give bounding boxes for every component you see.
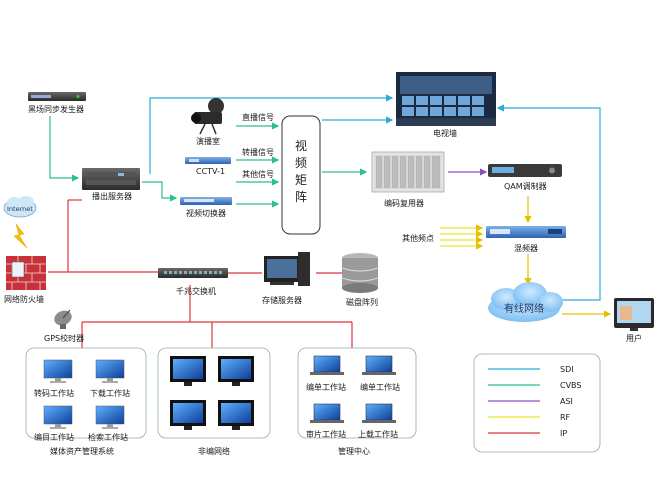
cvbs-sync-to-playout	[49, 116, 80, 182]
lightning-icon	[13, 223, 28, 249]
sdi-sync-to-tvwall	[149, 94, 394, 174]
storage-server-label: 存储服务器	[262, 295, 302, 305]
qam-modulator-device	[488, 164, 562, 177]
video-switcher-label: 视频切换器	[186, 208, 226, 218]
mgmt-ws-2-icon	[362, 355, 396, 375]
mgmt-group-title: 管理中心	[338, 446, 370, 456]
legend-label-cvbs: CVBS	[560, 381, 581, 390]
tv-wall-label: 电视墙	[433, 128, 457, 138]
mgmt-ws-4-icon	[362, 403, 396, 423]
legend-label-ip: IP	[560, 429, 567, 438]
legend-label-sdi: SDI	[560, 365, 574, 374]
encoder-mux-device	[371, 151, 445, 193]
mgmt-ws-3-label: 审片工作站	[306, 429, 346, 439]
mixer-label: 混频器	[514, 243, 538, 253]
legend-box	[473, 353, 601, 453]
other-freq-label: 其他频点	[402, 233, 434, 243]
video-switcher-device	[180, 197, 232, 205]
legend-items: SDI CVBS ASI RF IP	[488, 365, 581, 438]
asset-ws-4-icon	[95, 405, 125, 429]
legend-label-rf: RF	[560, 413, 571, 422]
mgmt-ws-1-label: 编单工作站	[306, 382, 346, 392]
firewall-icon	[6, 256, 46, 290]
nle-ws-2-icon	[218, 356, 254, 386]
asset-ws-3-label: 编目工作站	[34, 432, 74, 442]
mgmt-ws-4-label: 上载工作站	[358, 429, 398, 439]
firewall-label: 网络防火墙	[4, 294, 44, 304]
relay-signal-label: 转播信号	[242, 147, 274, 157]
sdi-cable-to-tvwall	[496, 104, 601, 301]
gigabit-switch-label: 千兆交换机	[176, 286, 216, 296]
nle-ws-3-icon	[170, 400, 206, 430]
cable-network-cloud-icon	[488, 282, 563, 322]
sync-generator-device	[28, 92, 86, 101]
cctv-receiver-device	[185, 157, 231, 164]
gps-label: GPS校时器	[44, 333, 84, 343]
asset-ws-4-label: 检索工作站	[88, 432, 128, 442]
qam-modulator-label: QAM调制器	[504, 181, 547, 191]
asset-ws-1-icon	[43, 359, 73, 383]
tv-wall-display	[396, 72, 496, 126]
internet-label: Internet	[7, 205, 33, 213]
sync-generator-label: 黑场同步发生器	[28, 104, 84, 114]
nle-ws-4-icon	[218, 400, 254, 430]
storage-server-device	[264, 252, 310, 286]
video-matrix-box	[281, 115, 321, 235]
mgmt-ws-1-icon	[310, 355, 344, 375]
internet-cloud-icon	[3, 196, 37, 218]
playout-server-device	[82, 168, 140, 190]
studio-camera-icon	[191, 98, 224, 135]
mixer-device	[486, 226, 566, 238]
studio-label: 演播室	[196, 136, 220, 146]
nle-ws-1-icon	[170, 356, 206, 386]
cable-network-label: 有线网络	[504, 302, 544, 315]
asset-group-title: 媒体资产管理系统	[50, 446, 114, 456]
asset-ws-3-icon	[43, 405, 73, 429]
playout-server-label: 播出服务器	[92, 191, 132, 201]
legend-label-asi: ASI	[560, 397, 573, 406]
disk-array-label: 磁盘阵列	[346, 297, 378, 307]
user-tv-icon	[614, 298, 654, 331]
gps-dish-icon	[54, 309, 72, 329]
live-signal-label: 直播信号	[242, 112, 274, 122]
cctv1-label: CCTV-1	[196, 167, 225, 176]
other-signal-label: 其他信号	[242, 169, 274, 179]
user-label: 用户	[626, 333, 642, 343]
video-matrix-label: 视频矩阵	[295, 138, 307, 204]
nle-group-title: 非编网络	[198, 446, 230, 456]
mgmt-ws-3-icon	[310, 403, 344, 423]
asset-ws-2-label: 下载工作站	[90, 388, 130, 398]
disk-array-icon	[341, 253, 379, 293]
asset-ws-1-label: 转码工作站	[34, 388, 74, 398]
asset-ws-2-icon	[95, 359, 125, 383]
cvbs-playout-to-switcher	[142, 181, 178, 202]
encoder-mux-label: 编码复用器	[384, 198, 424, 208]
mgmt-ws-2-label: 编单工作站	[360, 382, 400, 392]
gigabit-switch-device	[158, 268, 228, 278]
